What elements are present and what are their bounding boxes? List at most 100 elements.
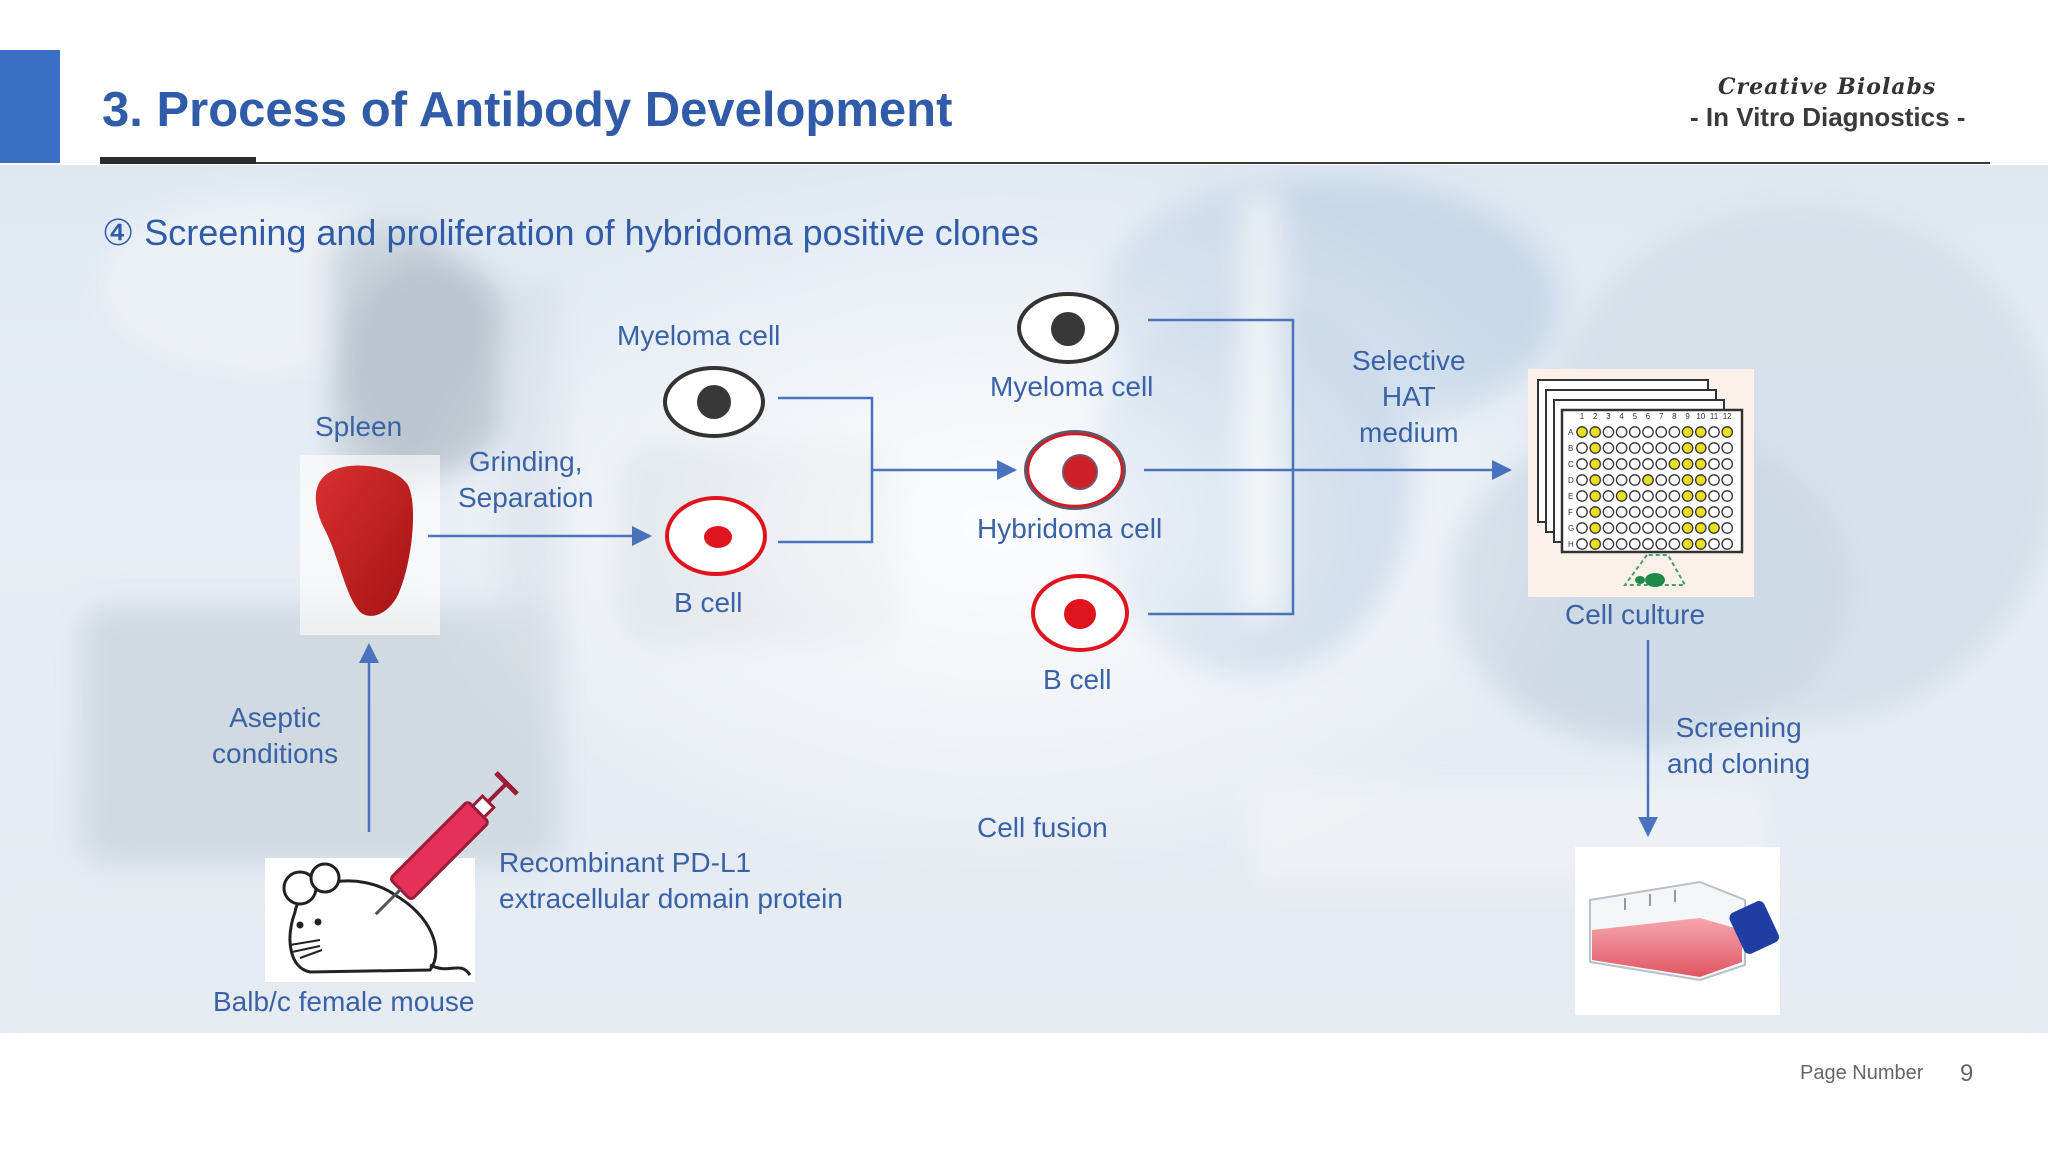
logo-subtitle: - In Vitro Diagnostics - <box>1690 102 1966 132</box>
page-title: 3. Process of Antibody Development <box>102 83 953 137</box>
grinding-label: Grinding,Separation <box>458 446 594 513</box>
myeloma-cell-right-label: Myeloma cell <box>990 371 1154 402</box>
hybridoma-cell-icon <box>1024 430 1126 510</box>
plate-well <box>1576 426 1588 438</box>
myeloma-cell-left-icon <box>663 366 765 438</box>
plate-well <box>1615 442 1628 454</box>
plate-well <box>1602 522 1615 534</box>
plate-well <box>1628 458 1641 470</box>
myeloma-cell-right-icon <box>1017 292 1119 364</box>
section-subtitle: ④ Screening and proliferation of hybrido… <box>102 212 1039 253</box>
plate-well <box>1708 426 1720 438</box>
hybridoma-cell-label: Hybridoma cell <box>977 513 1163 544</box>
mouse-icon <box>265 858 475 982</box>
plate-well <box>1721 522 1734 534</box>
plate-well <box>1602 442 1615 454</box>
plate-well <box>1589 474 1602 486</box>
plate-column-label: 9 <box>1685 412 1690 421</box>
plate-well <box>1576 506 1588 518</box>
plate-column-label: 4 <box>1619 412 1624 421</box>
plate-well <box>1628 506 1641 518</box>
plate-well <box>1708 458 1720 470</box>
plate-well <box>1694 506 1707 518</box>
plate-well <box>1721 442 1734 454</box>
title-divider-accent <box>100 157 256 164</box>
plate-column-label: 11 <box>1710 412 1719 421</box>
plate-well <box>1615 458 1628 470</box>
plate-well <box>1708 538 1720 550</box>
plate-well <box>1615 490 1628 502</box>
plate-well <box>1721 458 1734 470</box>
plate-row-label: F <box>1568 508 1573 517</box>
plate-well <box>1721 426 1734 438</box>
plate-column-label: 1 <box>1580 412 1585 421</box>
plate-well <box>1721 538 1734 550</box>
cell-culture-label: Cell culture <box>1565 599 1706 630</box>
plate-well <box>1668 506 1681 518</box>
plate-well <box>1694 474 1707 486</box>
plate-well <box>1589 490 1602 502</box>
plate-column-label: 2 <box>1593 412 1598 421</box>
plate-well <box>1655 442 1668 454</box>
plate-well <box>1708 442 1720 454</box>
plate-row-label: E <box>1568 492 1573 501</box>
plate-row-label: D <box>1568 476 1574 485</box>
plate-well <box>1694 538 1707 550</box>
plate-well <box>1602 426 1615 438</box>
footer-page-label: Page Number <box>1800 1062 1924 1084</box>
plate-well <box>1628 474 1641 486</box>
plate-well <box>1642 474 1654 486</box>
plate-column-label: 6 <box>1646 412 1651 421</box>
logo-brand: Creative Biolabs <box>1718 74 1937 100</box>
plate-well <box>1668 442 1681 454</box>
plate-well <box>1589 522 1602 534</box>
accent-bar <box>0 50 60 163</box>
cell-fusion-label: Cell fusion <box>977 812 1108 843</box>
plate-well <box>1681 522 1694 534</box>
plate-well <box>1668 522 1681 534</box>
plate-well <box>1642 458 1654 470</box>
plate-well <box>1576 474 1588 486</box>
title-divider <box>100 162 1990 164</box>
plate-well <box>1576 490 1588 502</box>
plate-column-label: 12 <box>1723 412 1732 421</box>
plate-well <box>1708 490 1720 502</box>
plate-well <box>1694 426 1707 438</box>
plate-well <box>1576 538 1588 550</box>
plate-well <box>1615 474 1628 486</box>
plate-well <box>1655 506 1668 518</box>
plate-well <box>1668 426 1681 438</box>
plate-well <box>1655 538 1668 550</box>
plate-column-label: 5 <box>1633 412 1638 421</box>
plate-well <box>1642 506 1654 518</box>
plate-well <box>1655 474 1668 486</box>
plate-well <box>1602 490 1615 502</box>
plate-well <box>1655 458 1668 470</box>
plate-well <box>1708 506 1720 518</box>
plate-well <box>1602 538 1615 550</box>
plate-well <box>1615 426 1628 438</box>
plate-well <box>1681 442 1694 454</box>
plate-well <box>1681 426 1694 438</box>
plate-well <box>1721 506 1734 518</box>
plate-well <box>1602 474 1615 486</box>
plate-well <box>1628 442 1641 454</box>
plate-well <box>1576 522 1588 534</box>
plate-well <box>1576 442 1588 454</box>
plate-well <box>1721 490 1734 502</box>
plate-well <box>1642 442 1654 454</box>
plate-well <box>1602 506 1615 518</box>
b-cell-left-label: B cell <box>674 587 743 618</box>
plate-well <box>1694 442 1707 454</box>
plate-well <box>1642 538 1654 550</box>
plate-well <box>1628 522 1641 534</box>
spleen-label: Spleen <box>315 411 403 442</box>
plate-well <box>1694 458 1707 470</box>
fusion-bracket-left <box>778 396 874 544</box>
footer-page-number: 9 <box>1960 1060 1974 1087</box>
